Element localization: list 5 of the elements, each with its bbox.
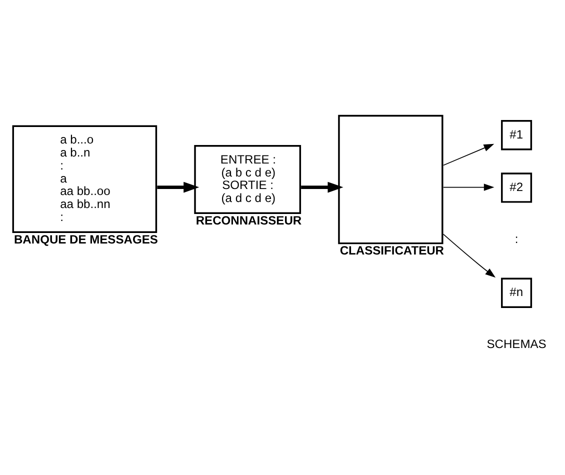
- node-label: CLASSIFICATEUR: [340, 244, 444, 258]
- node-label: BANQUE DE MESSAGES: [14, 232, 158, 246]
- node-label: RECONNAISSEUR: [196, 214, 302, 228]
- label: :: [514, 232, 518, 246]
- label: SCHEMAS: [486, 337, 546, 352]
